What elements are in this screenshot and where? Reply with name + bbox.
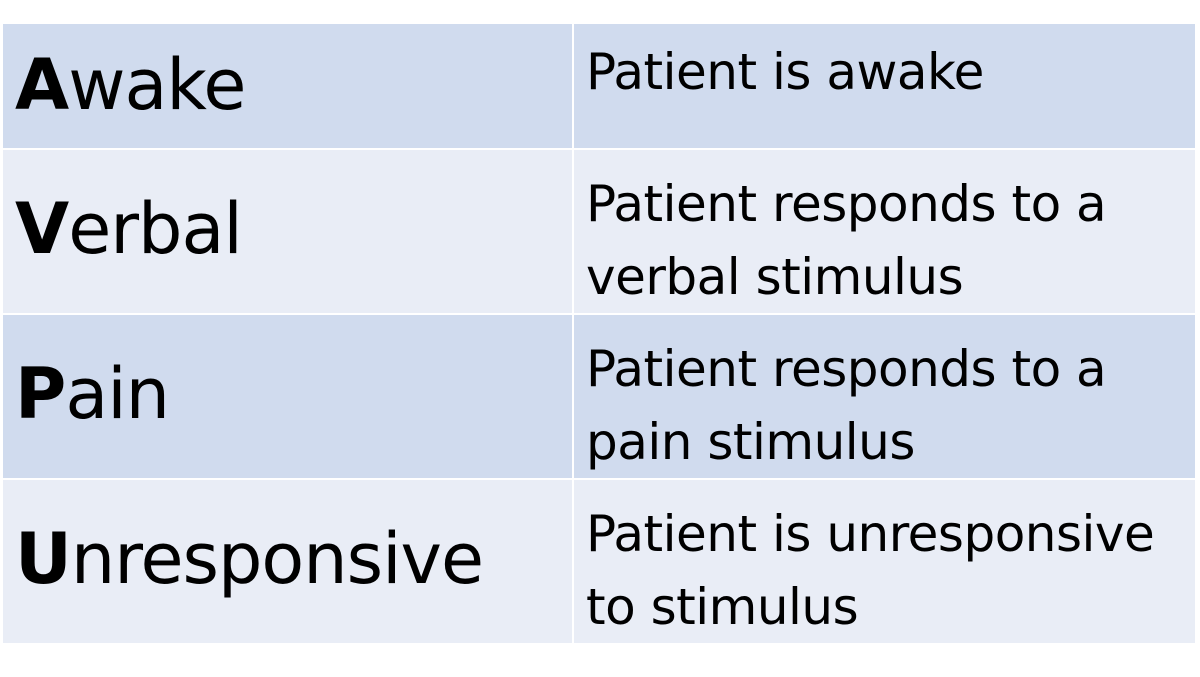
term-cell-verbal: Verbal bbox=[3, 150, 574, 315]
description-cell-unresponsive: Patient is unresponsive to stimulus bbox=[574, 480, 1197, 645]
term-rest: ain bbox=[65, 352, 170, 435]
description-unresponsive: Patient is unresponsive to stimulus bbox=[586, 505, 1155, 636]
term-initial: P bbox=[15, 352, 66, 435]
term-awake: Awake bbox=[15, 50, 246, 120]
term-initial: V bbox=[15, 187, 69, 270]
description-awake: Patient is awake bbox=[586, 43, 984, 101]
term-initial: A bbox=[15, 44, 69, 126]
term-initial: U bbox=[15, 517, 72, 600]
term-rest: wake bbox=[68, 44, 246, 126]
term-rest: erbal bbox=[68, 187, 243, 270]
term-unresponsive: Unresponsive bbox=[15, 524, 484, 594]
term-cell-awake: Awake bbox=[3, 24, 574, 150]
term-pain: Pain bbox=[15, 359, 170, 429]
term-cell-pain: Pain bbox=[3, 315, 574, 480]
term-cell-unresponsive: Unresponsive bbox=[3, 480, 574, 645]
description-cell-verbal: Patient responds to a verbal stimulus bbox=[574, 150, 1197, 315]
term-verbal: Verbal bbox=[15, 194, 243, 264]
avpu-table: Awake Patient is awake Verbal Patient re… bbox=[3, 24, 1197, 645]
description-verbal: Patient responds to a verbal stimulus bbox=[586, 175, 1107, 306]
description-pain: Patient responds to a pain stimulus bbox=[586, 340, 1107, 471]
term-rest: nresponsive bbox=[70, 517, 484, 600]
description-cell-pain: Patient responds to a pain stimulus bbox=[574, 315, 1197, 480]
description-cell-awake: Patient is awake bbox=[574, 24, 1197, 150]
